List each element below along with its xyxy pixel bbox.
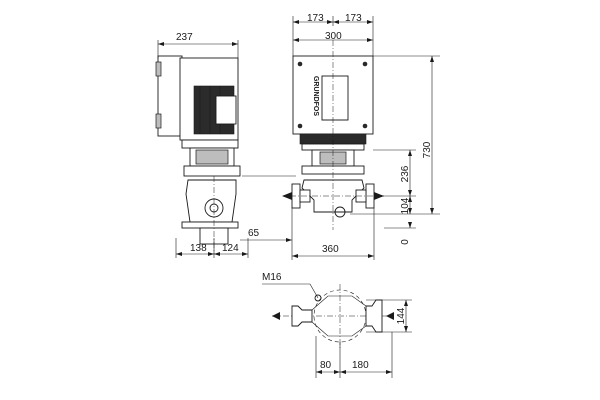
terminal-box xyxy=(157,55,183,137)
dim-124: 124 xyxy=(222,243,239,254)
flange-plan-right xyxy=(365,299,383,333)
plan-dimensions: M16 144 80 180 xyxy=(262,272,412,378)
dim-m16: M16 xyxy=(262,272,282,283)
dim-80: 80 xyxy=(320,360,332,371)
dim-173-right: 173 xyxy=(345,13,362,24)
plan-view xyxy=(262,283,394,350)
pump-casing-side xyxy=(185,179,237,223)
drain-plug xyxy=(334,206,346,218)
side-view xyxy=(155,55,241,254)
dim-730: 730 xyxy=(422,141,433,158)
dim-180: 180 xyxy=(352,360,369,371)
dim-236: 236 xyxy=(400,165,411,182)
dim-237: 237 xyxy=(176,32,193,43)
dim-173-left: 173 xyxy=(307,13,324,24)
dim-138: 138 xyxy=(190,243,207,254)
dim-144: 144 xyxy=(396,307,407,324)
dim-300: 300 xyxy=(325,31,342,42)
flange-plan-left xyxy=(291,305,313,327)
brand-logo: GRUNDFOS xyxy=(312,76,319,116)
dim-104: 104 xyxy=(400,197,411,214)
front-view: GRUNDFOS xyxy=(242,40,386,230)
front-dimensions: 173 173 300 730 236 104 0 360 6 xyxy=(240,13,440,260)
dim-360: 360 xyxy=(322,244,339,255)
dim-65: 65 xyxy=(248,228,260,239)
bolt-hole xyxy=(314,294,322,302)
terminal-cover xyxy=(321,75,349,121)
side-dimensions: 237 138 124 xyxy=(157,32,249,258)
dim-0: 0 xyxy=(400,239,411,245)
